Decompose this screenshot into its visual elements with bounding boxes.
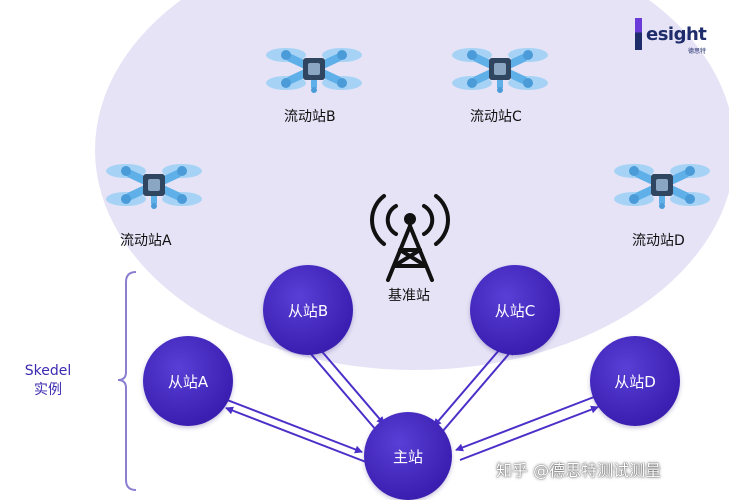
- slave-station-b: 从站B: [263, 265, 353, 355]
- coverage-ellipse: [95, 0, 729, 370]
- brand-logo: esight 德思特: [632, 14, 712, 55]
- group-label: Skedel 实例: [18, 362, 78, 400]
- drone-icon: [452, 48, 548, 93]
- watermark: 知乎 @德思特测试测量: [496, 461, 662, 480]
- base-station-label: 基准站: [388, 288, 430, 304]
- drone-icon: [106, 164, 202, 209]
- rover-label-d: 流动站D: [632, 233, 685, 249]
- master-label: 主站: [392, 447, 423, 466]
- slave-d-label: 从站D: [614, 372, 656, 391]
- group-label-line2: 实例: [34, 382, 62, 398]
- slave-station-a: 从站A: [143, 336, 233, 426]
- logo-subtext: 德思特: [688, 48, 707, 55]
- slave-station-c: 从站C: [470, 265, 560, 355]
- group-label-line1: Skedel: [24, 363, 72, 379]
- logo-bar-icon: [635, 18, 642, 50]
- rover-label-c: 流动站C: [470, 109, 522, 125]
- rover-label-a: 流动站A: [120, 233, 172, 249]
- drone-icon: [266, 48, 362, 93]
- drone-icon: [614, 164, 710, 209]
- slave-b-label: 从站B: [287, 301, 329, 320]
- master-station: 主站: [364, 412, 452, 500]
- rover-label-b: 流动站B: [284, 109, 336, 125]
- slave-c-label: 从站C: [494, 301, 536, 320]
- logo-text: esight: [646, 24, 707, 45]
- slave-station-d: 从站D: [590, 336, 680, 426]
- slave-a-label: 从站A: [167, 372, 209, 391]
